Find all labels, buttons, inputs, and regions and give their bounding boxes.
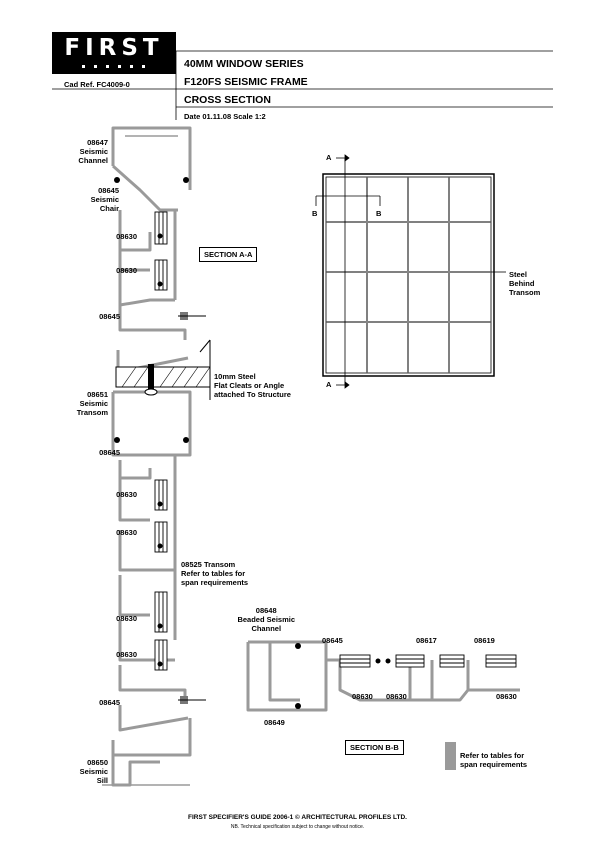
date-scale: Date 01.11.08 Scale 1:2 xyxy=(184,112,266,121)
section-aa-label: SECTION A-A xyxy=(199,247,258,262)
horizontal-section xyxy=(246,640,520,712)
logo-strip xyxy=(52,62,176,71)
series-title: 40MM WINDOW SERIES xyxy=(184,58,304,70)
label-08645-b: 08645 xyxy=(99,448,120,457)
label-08630-f: 08630 xyxy=(116,650,137,659)
label-b-08617: 08617 xyxy=(416,636,437,645)
gaskets xyxy=(114,177,189,704)
footer-copyright: FIRST SPECIFIER'S GUIDE 2006-1 © ARCHITE… xyxy=(188,814,407,821)
cad-ref: Cad Ref. FC4009-0 xyxy=(64,80,130,89)
horizontal-glazing xyxy=(339,654,517,668)
label-b-08630-a: 08630 xyxy=(352,692,373,701)
elevation-window xyxy=(322,173,495,377)
section-bb-label: SECTION B-B xyxy=(345,740,404,755)
label-08630-e: 08630 xyxy=(116,614,137,623)
label-b-08645: 08645 xyxy=(322,636,343,645)
label-b-08630-b: 08630 xyxy=(386,692,407,701)
footer-disclaimer: NB. Technical specification subject to c… xyxy=(230,824,365,830)
steel-post xyxy=(445,742,456,770)
steel-cleat xyxy=(115,364,211,396)
frame-title: F120FS SEISMIC FRAME xyxy=(184,76,308,88)
horizontal-gaskets xyxy=(295,643,391,709)
label-08630-c: 08630 xyxy=(116,490,137,499)
section-a-top: A xyxy=(326,153,332,162)
label-b-08630-c: 08630 xyxy=(496,692,517,701)
label-08630-d: 08630 xyxy=(116,528,137,537)
first-logo: FIRST xyxy=(52,32,176,74)
glazing-units xyxy=(154,211,168,671)
section-b-left: B xyxy=(312,209,318,218)
section-b-right: B xyxy=(376,209,382,218)
label-08630-b: 08630 xyxy=(116,266,137,275)
label-08645-a: 08645 xyxy=(99,312,120,321)
label-b-08619: 08619 xyxy=(474,636,495,645)
section-title: CROSS SECTION xyxy=(184,94,271,106)
section-cut-markers xyxy=(315,154,506,389)
label-08630-a: 08630 xyxy=(116,232,137,241)
structure-line xyxy=(178,315,211,701)
logo-wordmark: FIRST xyxy=(64,35,164,61)
label-08645-c: 08645 xyxy=(99,698,120,707)
label-b-08649: 08649 xyxy=(264,718,285,727)
header-rules xyxy=(52,50,553,120)
section-a-bottom: A xyxy=(326,380,332,389)
